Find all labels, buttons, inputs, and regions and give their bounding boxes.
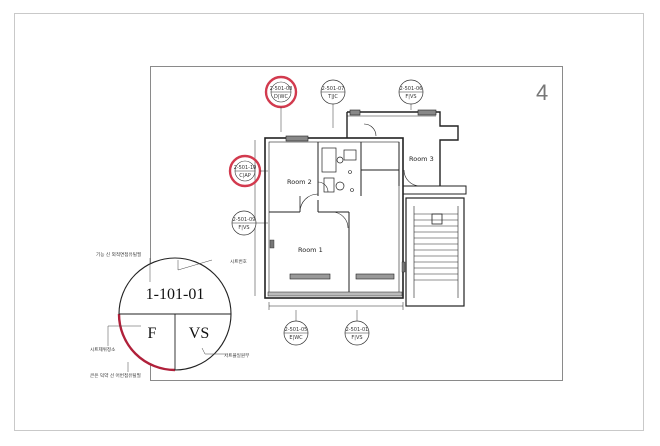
- section-tag-2-501-05[interactable]: 2-501-05 E|WC: [283, 310, 309, 346]
- legend-label-bottom-left: 큰은 덕약 선 어번접유틸필: [90, 372, 141, 379]
- floor-plan: [254, 109, 467, 310]
- tag-sub: F|VS: [351, 335, 362, 341]
- section-tag-2-501-09[interactable]: 2-501-09 F|VS: [231, 210, 268, 236]
- drawing-sheet: [150, 66, 563, 381]
- sheet-number: 4: [536, 80, 548, 105]
- tag-id: 2-501-10: [234, 165, 257, 171]
- tag-sub: T|JC: [327, 94, 338, 100]
- legend-diagram: 1-101-01 F VS 기능 신 외적면접유틸필 시트번호 시트제위정소 시…: [90, 251, 249, 379]
- section-tag-2-501-06[interactable]: 2-501-06 F|VS: [398, 79, 424, 110]
- tag-sub: F|VS: [238, 225, 249, 231]
- tag-id: 2-501-08: [270, 86, 293, 92]
- tag-id: 2-501-07: [322, 86, 345, 92]
- tag-id: 2-501-09: [233, 217, 256, 223]
- tag-sub: D|WC: [274, 94, 288, 100]
- tag-id: 2-501-05: [285, 327, 308, 333]
- legend-left: F: [148, 325, 157, 342]
- tag-sub: F|VS: [405, 94, 416, 100]
- tag-id: 2-501-01: [346, 327, 369, 333]
- tag-sub: E|WC: [289, 335, 303, 341]
- legend-right: VS: [189, 325, 209, 342]
- tag-id: 2-501-06: [400, 86, 423, 92]
- section-tag-2-501-10[interactable]: 2-501-10 C|AP: [228, 154, 268, 188]
- room-3-label: Room 3: [409, 155, 434, 163]
- legend-label-top-left: 기능 신 외적면접유틸필: [96, 251, 141, 258]
- room-2-label: Room 2: [287, 178, 312, 186]
- legend-label-bottom-right: 시트플일원부: [224, 352, 249, 359]
- section-tag-2-501-01[interactable]: 2-501-01 F|VS: [344, 310, 370, 346]
- section-tag-2-501-07[interactable]: 2-501-07 T|JC: [320, 79, 346, 128]
- legend-label-top-right: 시트번호: [230, 258, 247, 265]
- room-1-label: Room 1: [298, 246, 323, 254]
- tag-sub: C|AP: [239, 173, 251, 179]
- legend-code: 1-101-01: [146, 286, 205, 303]
- section-tag-2-501-08[interactable]: 2-501-08 D|WC: [264, 75, 298, 132]
- legend-label-mid-left: 시트제위정소: [90, 346, 115, 353]
